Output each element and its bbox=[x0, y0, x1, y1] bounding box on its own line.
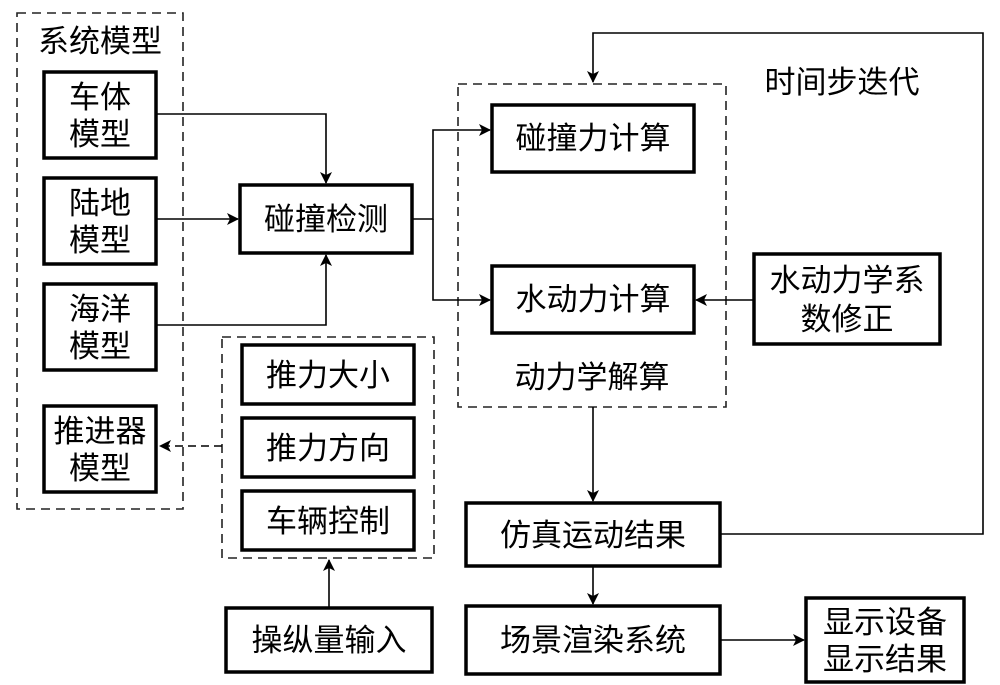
ocean-model-line1: 海洋 bbox=[69, 292, 131, 328]
time-iteration-label: 时间步迭代 bbox=[765, 65, 920, 101]
hydro-coef-line2: 数修正 bbox=[801, 302, 894, 338]
collision-force-box: 碰撞力计算 bbox=[490, 103, 696, 174]
control-input-box: 操纵量输入 bbox=[224, 606, 434, 674]
vehicle-ctrl-box: 车辆控制 bbox=[240, 489, 416, 552]
thruster-model-line1: 推进器 bbox=[54, 414, 147, 450]
display-line1: 显示设备 bbox=[823, 605, 947, 641]
thrust-dir-label: 推力方向 bbox=[266, 431, 390, 467]
collision-to-force-arrow bbox=[412, 124, 491, 220]
hydro-coef-box: 水动力学系 数修正 bbox=[752, 252, 942, 346]
time-iteration-loop-arrow bbox=[587, 32, 984, 535]
system-model-title: 系统模型 bbox=[38, 24, 162, 60]
vehicle-ctrl-label: 车辆控制 bbox=[266, 504, 390, 540]
hydro-force-label: 水动力计算 bbox=[516, 282, 671, 318]
control-input-label: 操纵量输入 bbox=[252, 623, 407, 659]
collision-detect-box: 碰撞检测 bbox=[238, 183, 414, 255]
hydro-force-box: 水动力计算 bbox=[490, 264, 696, 335]
land-model-line2: 模型 bbox=[69, 223, 131, 259]
vehicle-model-line1: 车体 bbox=[69, 80, 131, 116]
thrust-size-label: 推力大小 bbox=[266, 358, 390, 394]
control-group bbox=[221, 336, 435, 559]
collision-detect-label: 碰撞检测 bbox=[264, 202, 388, 238]
collision-force-label: 碰撞力计算 bbox=[516, 121, 671, 157]
ocean-model-line2: 模型 bbox=[69, 329, 131, 365]
ocean-to-collision-arrow bbox=[156, 254, 332, 326]
display-line2: 显示结果 bbox=[823, 642, 947, 678]
ocean-model-box: 海洋 模型 bbox=[42, 282, 158, 372]
thrust-size-box: 推力大小 bbox=[240, 343, 416, 406]
dynamics-title: 动力学解算 bbox=[515, 360, 670, 396]
system-model-group bbox=[16, 12, 184, 510]
sim-result-label: 仿真运动结果 bbox=[500, 518, 686, 554]
thruster-model-line2: 模型 bbox=[69, 451, 131, 487]
collision-to-hydro-arrow bbox=[432, 219, 491, 306]
scene-render-label: 场景渲染系统 bbox=[500, 623, 686, 659]
land-model-line1: 陆地 bbox=[69, 186, 131, 222]
thrust-dir-box: 推力方向 bbox=[240, 416, 416, 479]
scene-render-box: 场景渲染系统 bbox=[464, 604, 722, 676]
land-model-box: 陆地 模型 bbox=[42, 176, 158, 266]
vehicle-model-box: 车体 模型 bbox=[42, 70, 158, 160]
vehicle-model-line2: 模型 bbox=[69, 117, 131, 153]
vehicle-to-collision-arrow bbox=[156, 113, 332, 184]
sim-result-box: 仿真运动结果 bbox=[464, 501, 722, 568]
display-box: 显示设备 显示结果 bbox=[804, 596, 966, 684]
thruster-model-box: 推进器 模型 bbox=[42, 404, 158, 494]
hydro-coef-line1: 水动力学系 bbox=[770, 263, 925, 299]
dynamics-group bbox=[457, 83, 727, 408]
